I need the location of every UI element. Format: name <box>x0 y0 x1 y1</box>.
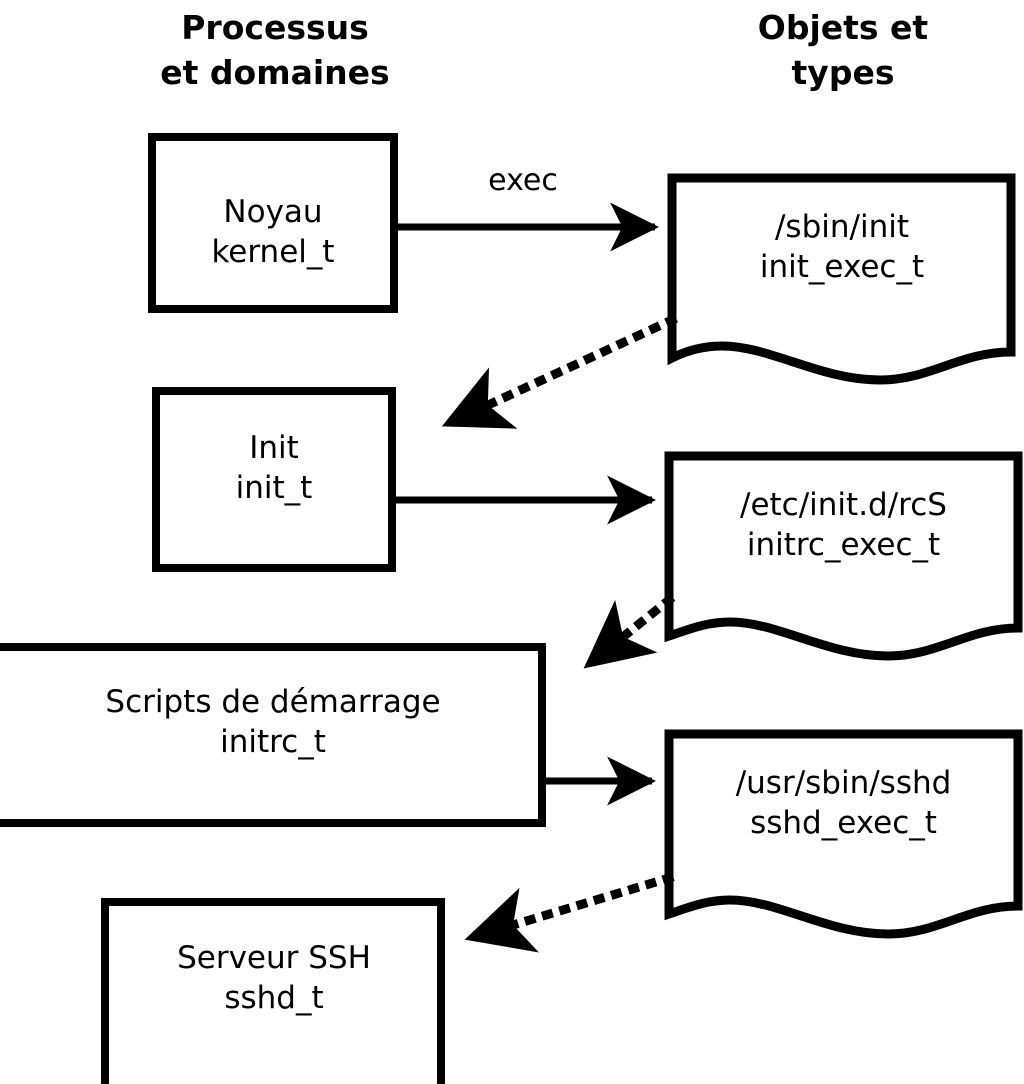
process-box-kernel[interactable] <box>148 133 398 313</box>
edge-sshd-exec-to-sshd <box>464 872 675 953</box>
object-doc-sshd-exec[interactable] <box>664 729 1023 939</box>
object-doc-initrc-exec[interactable] <box>664 451 1023 661</box>
object-doc-init-exec[interactable] <box>667 173 1016 385</box>
column-header-processes: Processus et domaines <box>160 8 390 92</box>
edge-line <box>441 314 678 430</box>
edge-line <box>581 593 676 672</box>
process-box-initrc[interactable] <box>0 643 546 827</box>
column-header-objects: Objets et types <box>757 8 929 92</box>
process-box-sshd[interactable] <box>101 898 445 1084</box>
process-box-init[interactable] <box>152 387 396 572</box>
edge-init-exec-to-init <box>441 314 678 430</box>
edge-initrc-exec-to-initrc <box>581 593 676 672</box>
edge-label-exec: exec <box>488 163 558 198</box>
edge-line <box>464 872 675 953</box>
